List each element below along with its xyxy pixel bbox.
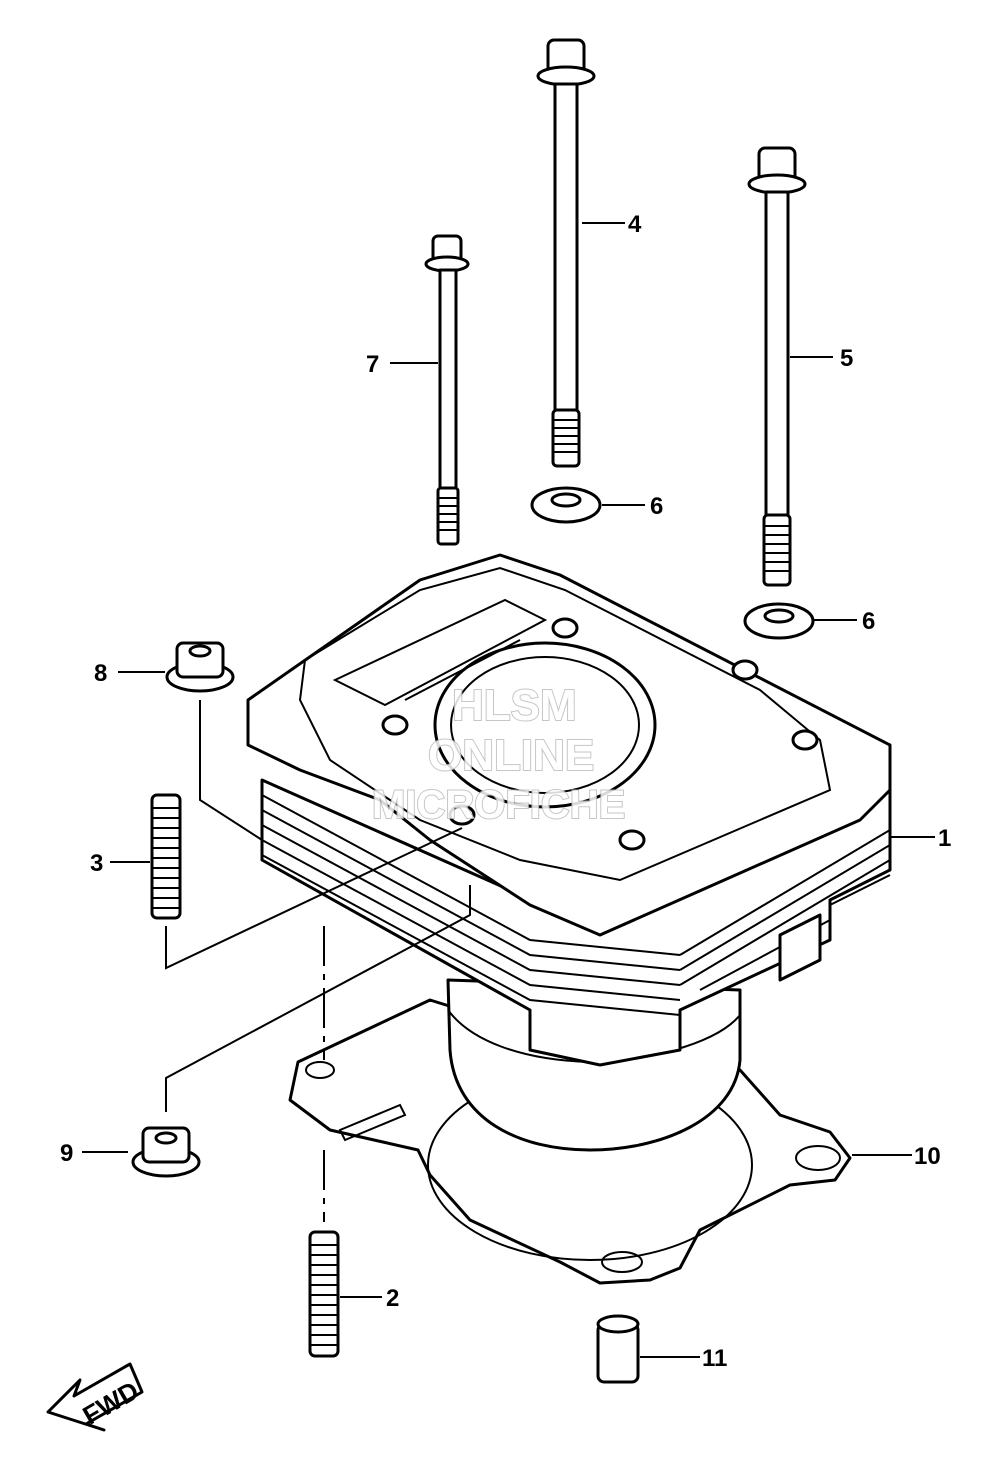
callout-4: 4 <box>628 211 642 238</box>
callout-1: 1 <box>938 825 951 852</box>
callout-6-lower: 6 <box>862 608 875 635</box>
dowel-pin-11[interactable] <box>596 1314 640 1384</box>
callout-11: 11 <box>702 1345 727 1372</box>
callout-7: 7 <box>366 351 379 378</box>
bolt-4[interactable] <box>536 38 596 468</box>
nut-9[interactable] <box>131 1126 201 1178</box>
callout-6-upper: 6 <box>650 493 663 520</box>
stud-2[interactable] <box>308 1230 340 1358</box>
callout-2: 2 <box>386 1285 399 1312</box>
callout-10: 10 <box>914 1143 941 1170</box>
fwd-arrow-icon: FWD <box>46 1362 144 1432</box>
callout-9: 9 <box>60 1140 73 1167</box>
watermark-line-3: MICROFICHE <box>372 783 625 827</box>
bolt-5[interactable] <box>747 146 807 587</box>
callout-3: 3 <box>90 850 103 877</box>
leader-lines <box>82 222 935 1358</box>
watermark: HLSM ONLINE MICROFICHE <box>371 680 626 828</box>
stud-3[interactable] <box>150 793 182 920</box>
watermark-line-2: ONLINE <box>428 731 594 780</box>
bolt-7[interactable] <box>424 234 470 546</box>
callout-5: 5 <box>840 345 853 372</box>
watermark-line-1: HLSM <box>452 681 577 730</box>
washer-6-lower[interactable] <box>743 602 815 640</box>
cylinder-1[interactable] <box>246 553 892 1152</box>
washer-6-upper[interactable] <box>530 486 602 524</box>
nut-8[interactable] <box>165 641 235 693</box>
callout-8: 8 <box>94 660 107 687</box>
